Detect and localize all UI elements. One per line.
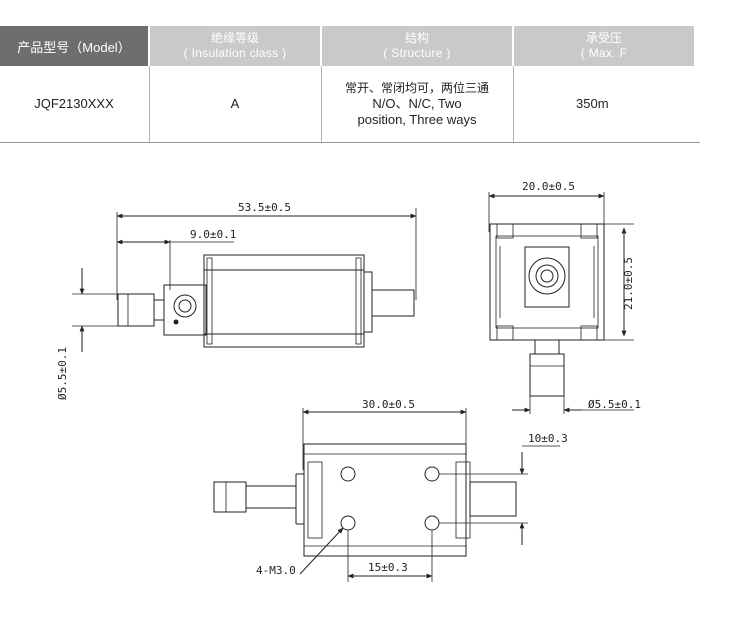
dim-body-length: 30.0±0.5	[362, 398, 415, 411]
port-fitting	[117, 293, 155, 327]
side-view	[72, 208, 417, 352]
header-insulation: 绝缘等级 ( Insulation class )	[150, 26, 320, 66]
cell-pressure: 350m	[514, 66, 754, 142]
table-header-row: 产品型号（Model） 绝缘等级 ( Insulation class ) 结构…	[0, 26, 700, 66]
bottom-port-stem	[245, 485, 297, 509]
cell-structure: 常开、常闭均可，两位三通 N/O、N/C, Two position, Thre…	[322, 66, 512, 142]
end-view-stem	[534, 339, 560, 355]
port-block	[163, 284, 207, 336]
table-row: JQF2130XXX A 常开、常闭均可，两位三通 N/O、N/C, Two p…	[0, 66, 700, 143]
dim-overall-length: 53.5±0.5	[238, 201, 291, 214]
dim-end-width: 20.0±0.5	[522, 180, 575, 193]
bottom-port-fitting	[213, 481, 247, 513]
column-divider	[321, 66, 322, 142]
structure-line-1: 常开、常闭均可，两位三通	[344, 81, 489, 95]
header-pressure-sub: ( Max. F	[580, 46, 628, 60]
header-insulation-label: 绝缘等级	[210, 31, 259, 45]
column-divider	[513, 66, 514, 142]
header-pressure-label: 承受压	[585, 31, 622, 45]
cell-insulation: A	[150, 66, 320, 142]
plunger	[371, 289, 415, 317]
header-structure-label: 结构	[404, 31, 429, 45]
mounting-hole	[424, 466, 440, 482]
mounting-hole	[424, 515, 440, 531]
dim-end-port-diameter: Ø5.5±0.1	[588, 398, 641, 411]
end-view	[488, 192, 634, 414]
end-view-port-block	[524, 246, 570, 308]
end-view-port-fitting	[529, 353, 565, 397]
header-structure-sub: ( Structure )	[383, 46, 451, 60]
model-value: JQF2130XXX	[34, 96, 114, 111]
pressure-value: 350m	[576, 96, 609, 111]
bottom-view	[213, 408, 560, 582]
column-divider	[149, 66, 150, 142]
technical-drawing: 53.5±0.5 9.0±0.1 Ø5.5±0.1 20.0±0.5	[56, 180, 641, 582]
dim-hole-offset: 10±0.3	[528, 432, 568, 445]
insulation-value: A	[230, 96, 240, 111]
solenoid-body	[203, 254, 365, 348]
header-insulation-sub: ( Insulation class )	[183, 46, 287, 60]
dim-port-offset: 9.0±0.1	[190, 228, 236, 241]
thread-callout: 4-M3.0	[256, 564, 296, 577]
port-collar	[153, 299, 165, 321]
header-structure: 结构 ( Structure )	[322, 26, 512, 66]
header-pressure: 承受压 ( Max. F	[514, 26, 694, 66]
dim-port-diameter: Ø5.5±0.1	[56, 347, 69, 400]
structure-line-2: N/O、N/C, Two	[372, 96, 462, 111]
cell-model: JQF2130XXX	[0, 66, 148, 142]
mounting-hole	[340, 466, 356, 482]
end-cap	[363, 271, 373, 333]
header-model-label: 产品型号（Model）	[17, 39, 131, 55]
bottom-view-body	[303, 443, 467, 557]
bottom-plunger	[469, 481, 517, 517]
structure-line-3: position, Three ways	[357, 112, 477, 127]
dim-hole-spacing: 15±0.3	[368, 561, 408, 574]
spec-table: 产品型号（Model） 绝缘等级 ( Insulation class ) 结构…	[0, 26, 700, 143]
dim-end-height: 21.0±0.5	[622, 257, 635, 310]
header-model: 产品型号（Model）	[0, 26, 148, 66]
mounting-hole	[340, 515, 356, 531]
